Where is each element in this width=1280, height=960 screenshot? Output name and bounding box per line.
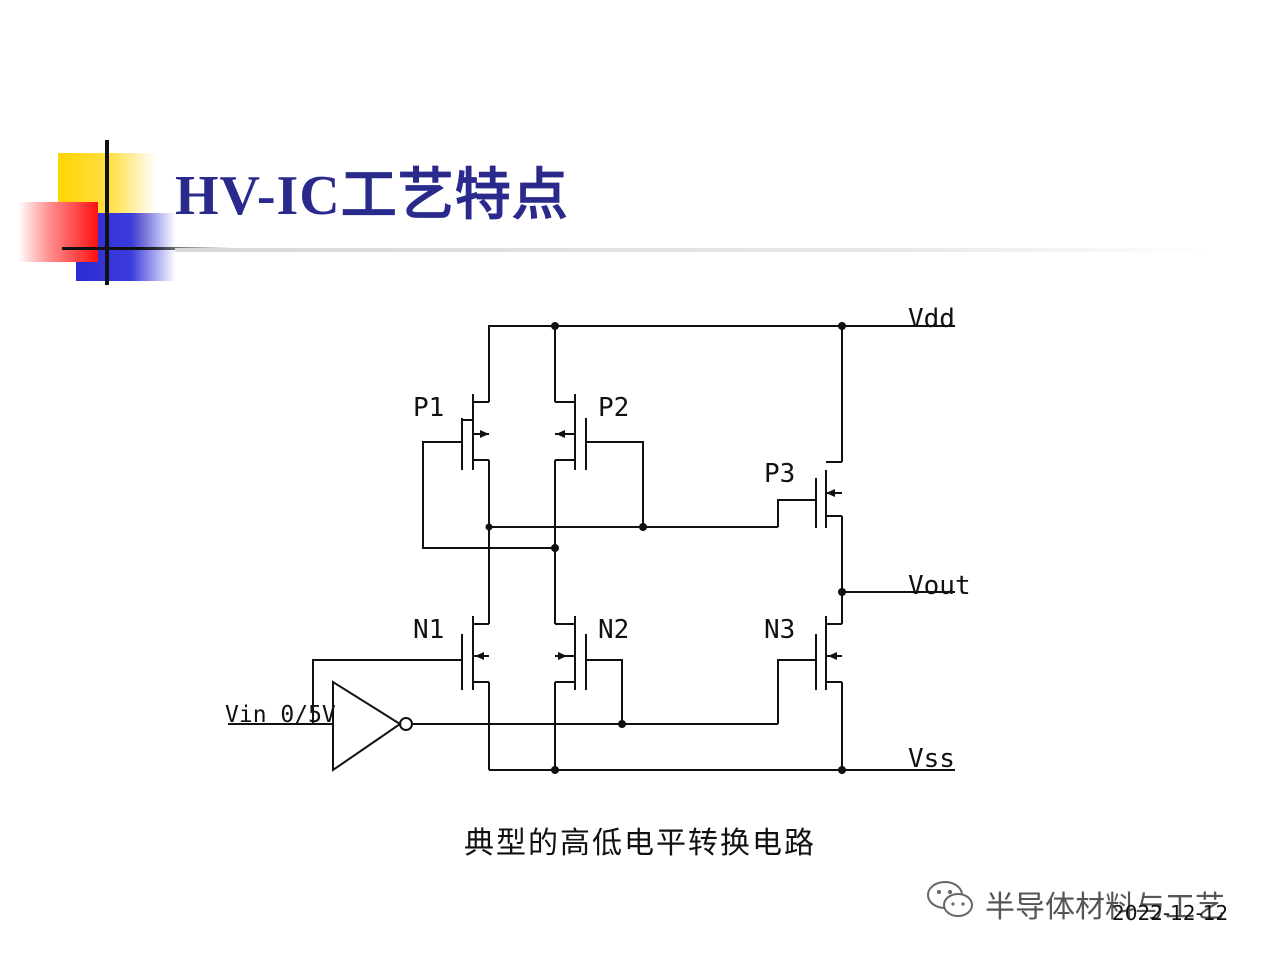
label-vss: Vss <box>908 744 955 774</box>
label-p2: P2 <box>598 393 629 423</box>
wire-p2-gate <box>586 441 644 527</box>
label-n1: N1 <box>413 615 444 645</box>
label-n2: N2 <box>598 615 629 645</box>
label-p3: P3 <box>764 459 795 489</box>
decor-red-square <box>18 202 98 262</box>
label-vin: Vin 0/5V <box>225 702 336 728</box>
transistor-n1 <box>461 527 490 770</box>
transistor-p2 <box>554 326 587 548</box>
label-n3: N3 <box>764 615 795 645</box>
slide-date: 2022-12-12 <box>1112 901 1229 925</box>
transistor-n2 <box>554 548 587 770</box>
watermark-text: 半导体材料与工艺 <box>985 890 1225 925</box>
wire-n1-gate <box>312 659 462 724</box>
label-vout: Vout <box>908 571 971 601</box>
junction-dots <box>485 322 846 774</box>
decor-horizontal-line <box>62 247 232 250</box>
slide-title: HV-IC工艺特点 <box>175 165 569 227</box>
label-p1: P1 <box>413 393 444 423</box>
title-underline <box>175 248 1215 252</box>
decor-vertical-line <box>105 140 109 285</box>
label-vdd: Vdd <box>908 304 955 334</box>
figure-caption: 典型的高低电平转换电路 <box>464 826 816 861</box>
inverter-bubble <box>399 717 413 731</box>
wechat-icon <box>927 881 973 917</box>
transistor-p1 <box>461 390 490 527</box>
wire-n2-gate <box>586 659 623 724</box>
inverter <box>332 680 402 772</box>
transistor-p3 <box>777 326 843 618</box>
vdd-rail <box>488 325 955 390</box>
transistor-n3 <box>777 616 843 770</box>
